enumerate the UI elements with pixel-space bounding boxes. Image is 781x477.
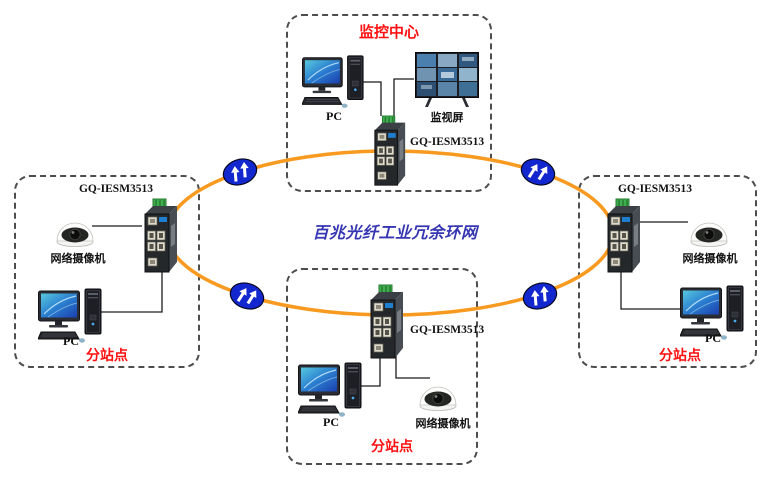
ethernet-switch-icon [142,198,180,276]
pc-icon [298,362,364,420]
lightning-link-icon [519,278,561,314]
ethernet-switch-icon [605,198,643,276]
pc-label: PC [63,334,79,348]
ethernet-switch-icon [368,284,406,362]
station-right-substation: GQ-IESM3513 网络摄像机 PC 分站点 [578,175,757,368]
ethernet-switch-icon [372,114,408,190]
ip-camera-icon [52,208,98,248]
lightning-link-icon [517,154,559,190]
switch-label: GQ-IESM3513 [410,324,485,336]
pc-icon [302,54,366,112]
station-title: 分站点 [86,349,128,364]
pc-label: PC [323,415,339,429]
station-title: 分站点 [659,349,701,364]
pc-label: PC [326,109,342,123]
lightning-link-icon [226,278,268,314]
switch-label: GQ-IESM3513 [617,183,693,195]
camera-label: 网络摄像机 [415,418,471,430]
pc-label: PC [705,331,721,345]
station-left-substation: GQ-IESM3513 网络摄像机 PC 分站点 [14,175,200,368]
ring-network-title: 百兆光纤工业冗余环网 [312,225,478,242]
station-title: 监控中心 [358,25,419,41]
station-title: 分站点 [371,440,413,455]
ip-camera-icon [415,372,461,412]
screen-label: 监视屏 [430,112,464,124]
switch-label: GQ-IESM3513 [410,136,485,148]
camera-label: 网络摄像机 [682,253,738,265]
camera-label: 网络摄像机 [50,253,106,265]
station-bottom-substation: GQ-IESM3513 PC 网络摄像机 分站点 [286,268,484,465]
ip-camera-icon [686,208,732,248]
lightning-link-icon [219,154,261,190]
video-wall-icon [415,52,479,108]
station-monitor-center: 监控中心 PC 监视屏 GQ-IESM3513 [286,14,492,192]
switch-label: GQ-IESM3513 [78,183,154,195]
